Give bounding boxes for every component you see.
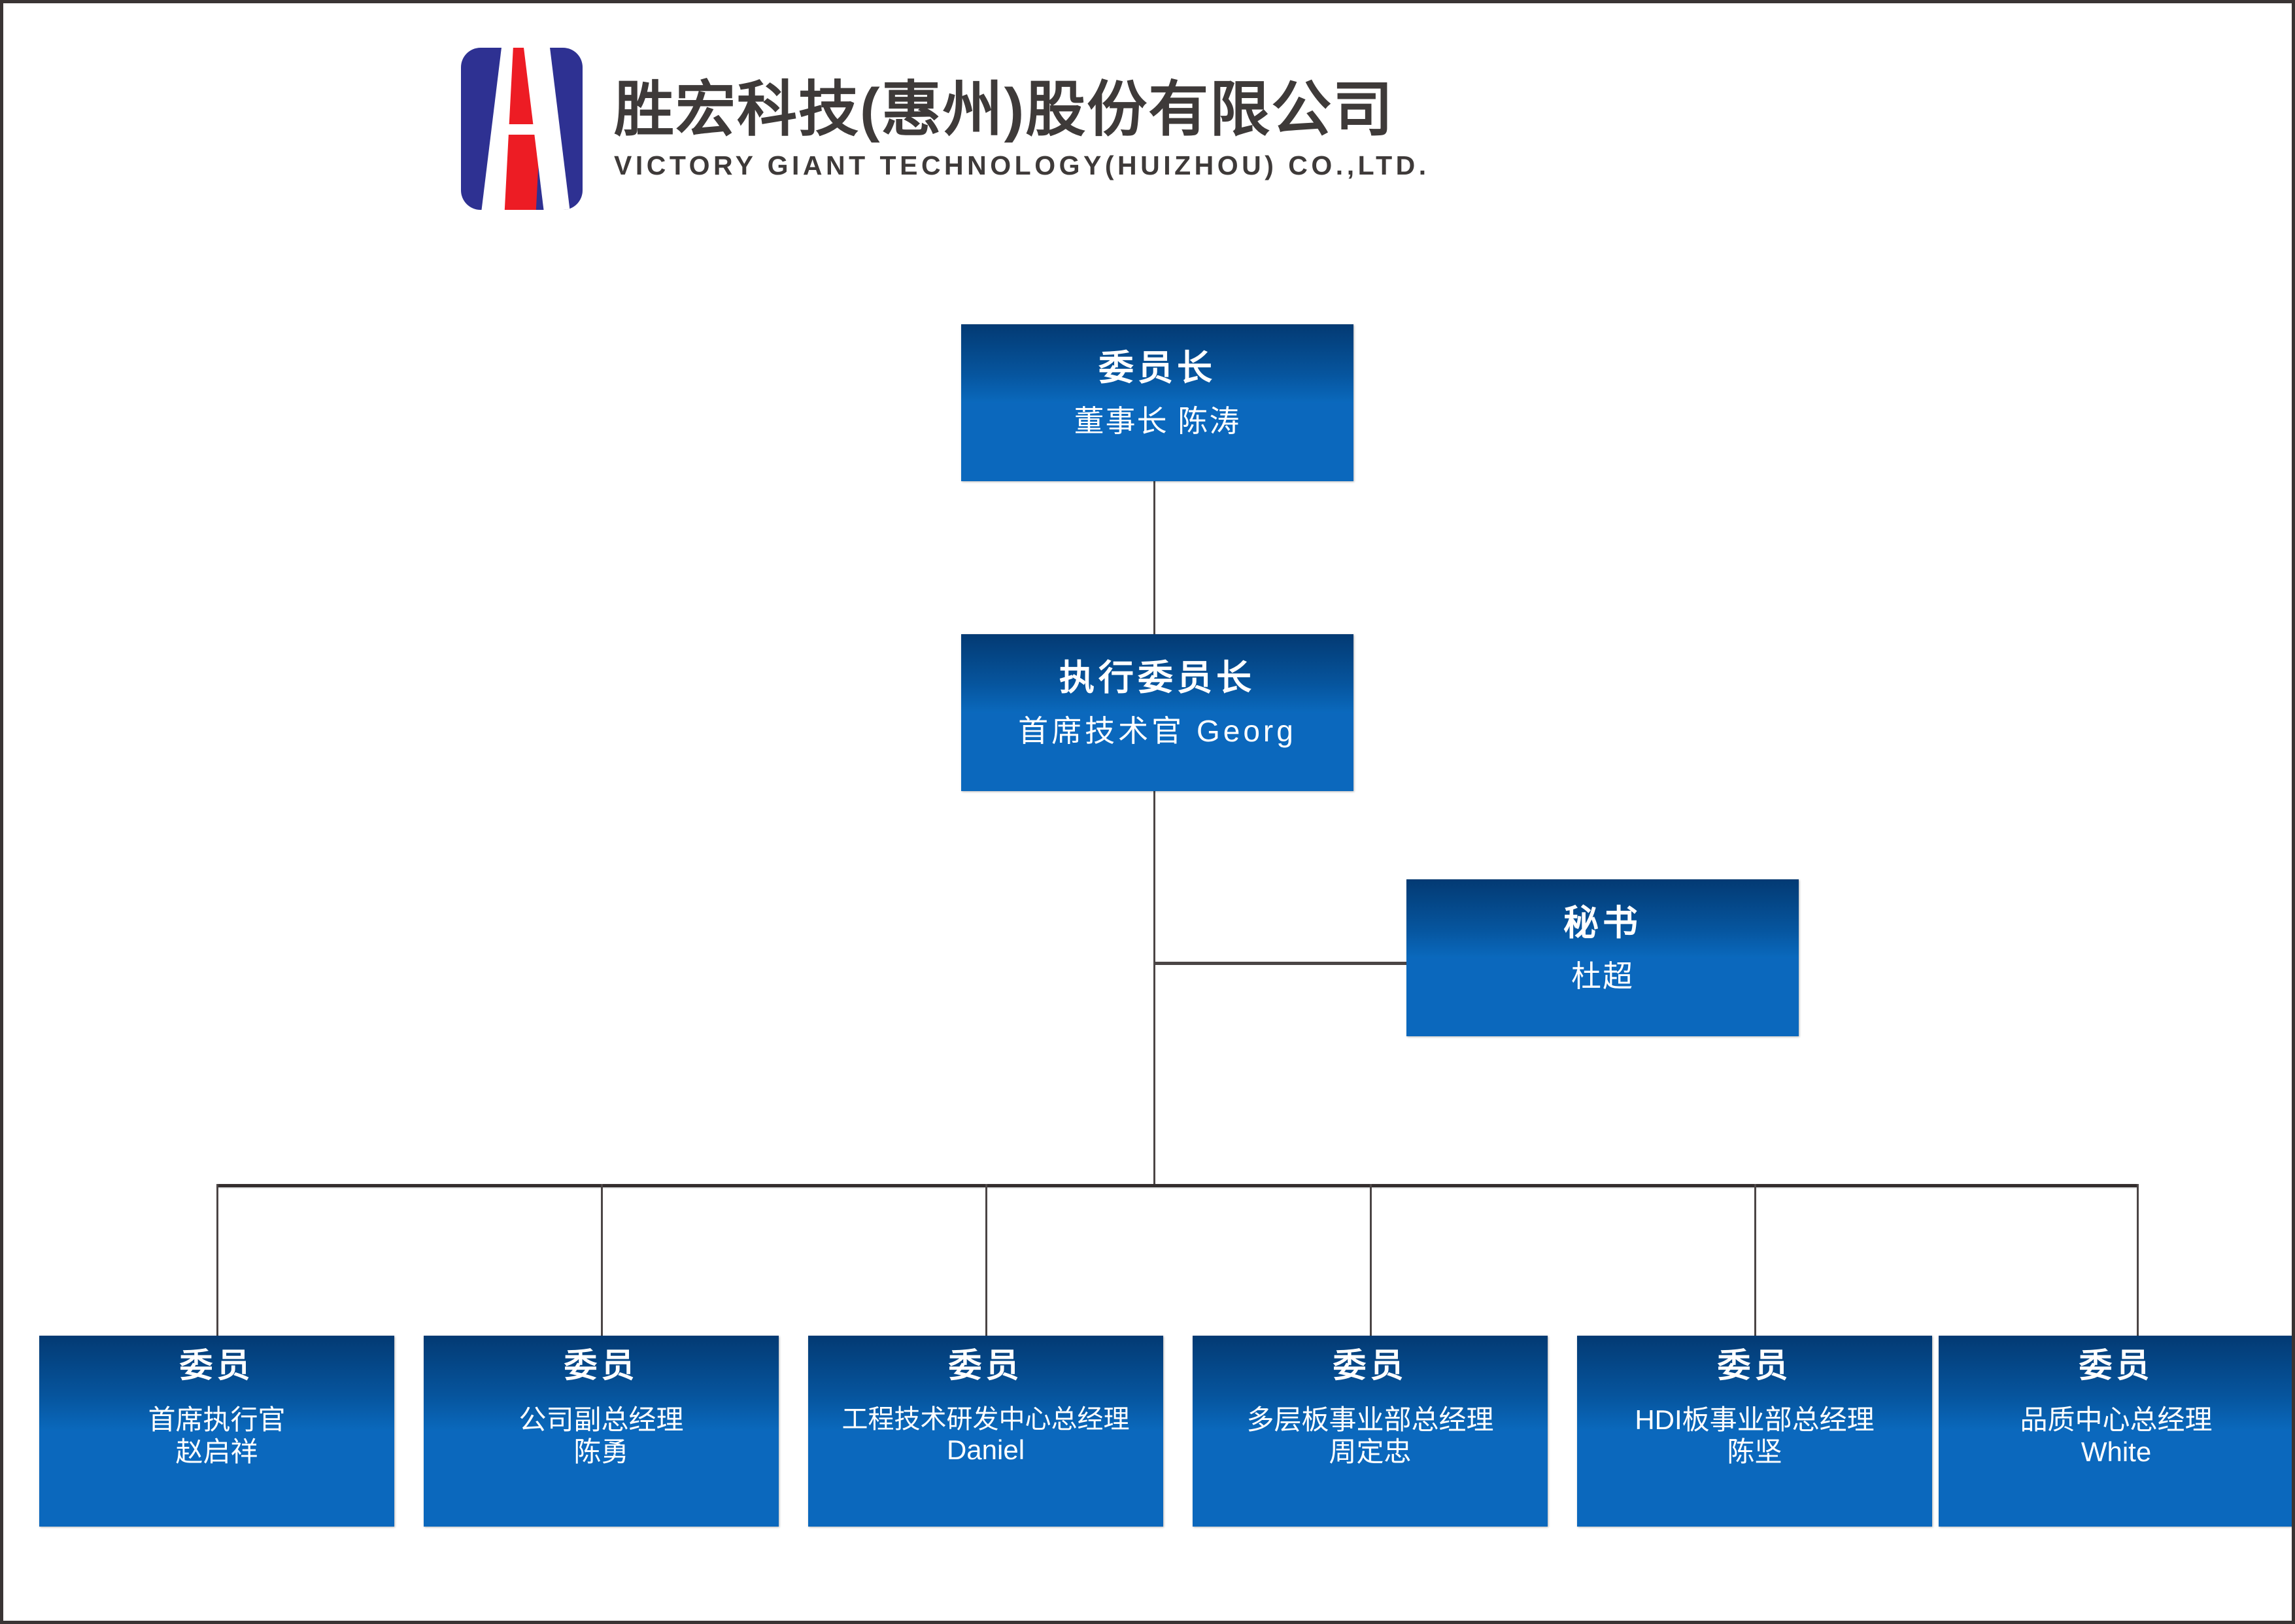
- victory-giant-logo-icon: [461, 48, 583, 210]
- node-member-1-name: 赵启祥: [175, 1436, 258, 1467]
- company-header: 胜宏科技(惠州)股份有限公司 VICTORY GIANT TECHNOLOGY(…: [461, 48, 1430, 210]
- node-member-5-title: 委员: [1717, 1347, 1792, 1384]
- node-member-5-name: 陈坚: [1727, 1436, 1782, 1467]
- node-member-5[interactable]: 委员 HDI板事业部总经理 陈坚: [1577, 1336, 1932, 1527]
- connector-drop-member-5: [1754, 1184, 1756, 1336]
- node-chairman[interactable]: 委员长 董事长 陈涛: [961, 324, 1353, 481]
- connector-drop-member-1: [216, 1184, 218, 1336]
- connector-chairman-to-executive: [1153, 481, 1155, 634]
- connector-drop-member-4: [1370, 1184, 1372, 1336]
- node-member-3-role: 工程技术研发中心总经理: [842, 1405, 1130, 1434]
- node-member-1[interactable]: 委员 首席执行官 赵启祥: [39, 1336, 394, 1527]
- company-name-cn: 胜宏科技(惠州)股份有限公司: [614, 76, 1395, 143]
- node-member-3-name: Daniel: [946, 1434, 1025, 1466]
- node-member-2-name: 陈勇: [573, 1436, 629, 1467]
- connector-drop-member-3: [985, 1184, 987, 1336]
- node-member-1-role: 首席执行官: [148, 1404, 286, 1435]
- node-member-6-title: 委员: [2079, 1347, 2154, 1384]
- node-executive-chairman[interactable]: 执行委员长 首席技术官 Georg: [961, 634, 1353, 791]
- node-executive-chairman-title: 执行委员长: [1059, 658, 1255, 698]
- node-member-6-role: 品质中心总经理: [2020, 1404, 2213, 1435]
- node-member-3-title: 委员: [948, 1347, 1023, 1384]
- node-chairman-subtitle: 董事长 陈涛: [1074, 404, 1241, 438]
- connector-drop-member-2: [601, 1184, 603, 1336]
- node-secretary[interactable]: 秘书 杜超: [1406, 879, 1799, 1036]
- node-secretary-title: 秘书: [1563, 904, 1642, 943]
- company-name-en: VICTORY GIANT TECHNOLOGY(HUIZHOU) CO.,LT…: [614, 150, 1430, 181]
- node-member-5-role: HDI板事业部总经理: [1635, 1404, 1875, 1435]
- node-member-6-name: White: [2081, 1436, 2152, 1467]
- node-member-6[interactable]: 委员 品质中心总经理 White: [1939, 1336, 2292, 1527]
- company-name-block: 胜宏科技(惠州)股份有限公司 VICTORY GIANT TECHNOLOGY(…: [614, 76, 1430, 181]
- node-executive-chairman-subtitle: 首席技术官 Georg: [1018, 714, 1297, 748]
- node-member-4-name: 周定忠: [1329, 1436, 1412, 1467]
- node-member-4[interactable]: 委员 多层板事业部总经理 周定忠: [1193, 1336, 1548, 1527]
- node-member-3[interactable]: 委员 工程技术研发中心总经理 Daniel: [808, 1336, 1163, 1527]
- connector-executive-trunk: [1153, 791, 1155, 1187]
- node-member-4-title: 委员: [1333, 1347, 1408, 1384]
- node-member-1-title: 委员: [179, 1347, 254, 1384]
- node-member-2[interactable]: 委员 公司副总经理 陈勇: [424, 1336, 779, 1527]
- connector-member-bus: [216, 1184, 2137, 1187]
- logo-notch: [507, 124, 543, 135]
- node-secretary-subtitle: 杜超: [1571, 959, 1634, 993]
- connector-drop-member-6: [2137, 1184, 2139, 1336]
- node-member-2-title: 委员: [564, 1347, 639, 1384]
- node-member-4-role: 多层板事业部总经理: [1246, 1404, 1494, 1435]
- node-member-2-role: 公司副总经理: [518, 1404, 684, 1435]
- node-chairman-title: 委员长: [1098, 348, 1216, 388]
- connector-executive-to-secretary: [1153, 962, 1408, 965]
